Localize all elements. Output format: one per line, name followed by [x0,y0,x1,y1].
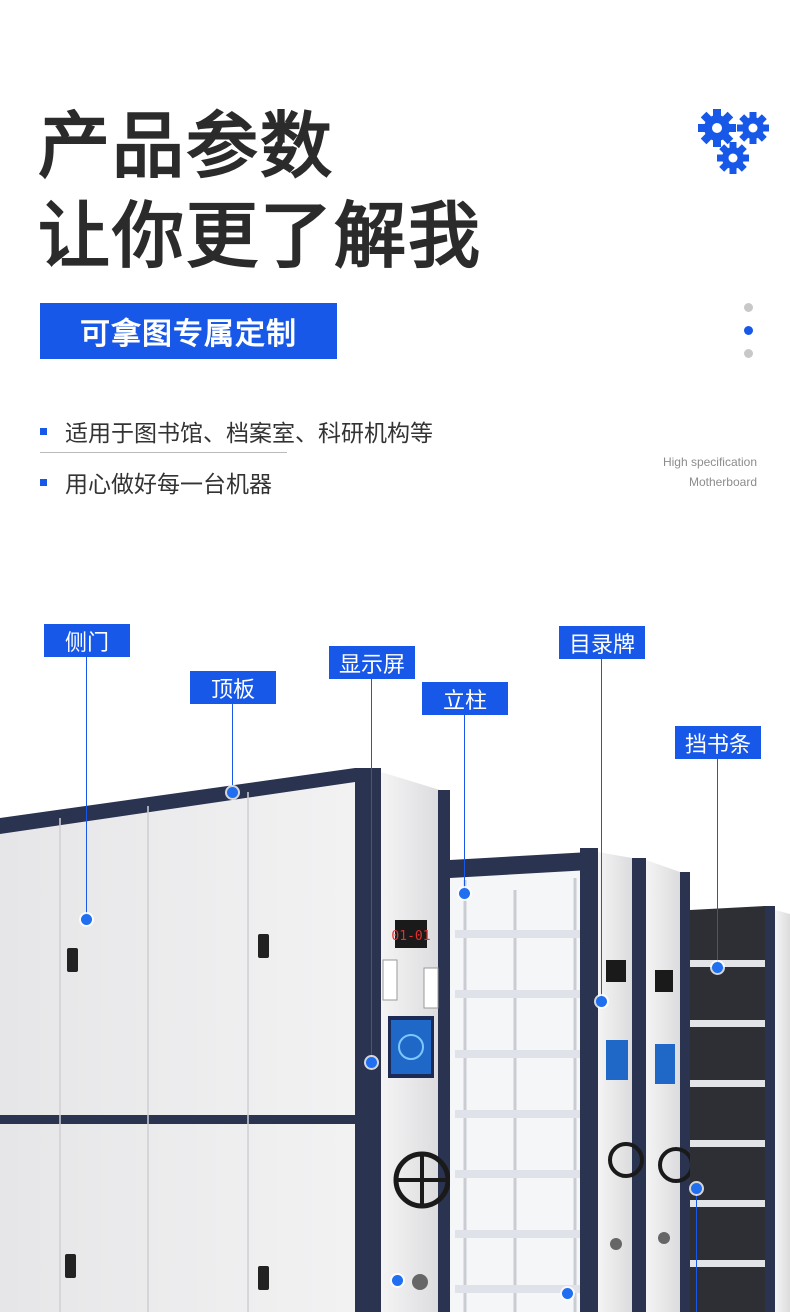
callout-line-side-door [86,657,87,919]
callout-line-top-panel [232,704,233,792]
gears-icon [697,106,773,178]
bullet-item-2: 用心做好每一台机器 [40,465,272,499]
page-title-line2: 让你更了解我 [38,194,483,278]
spec-line-1: High specification [662,455,757,469]
indicator-dot-2 [744,326,753,335]
bullet-square-icon [40,427,47,435]
display-readout-1: 01-01 [391,929,430,944]
callout-point-catalog [596,996,607,1007]
custom-badge: 可拿图专属定制 [40,303,337,359]
callout-line-book-stop [717,759,718,967]
indicator-dot-3 [744,349,753,358]
label-top-panel: 顶板 [190,671,276,704]
label-column: 立柱 [422,682,508,715]
bullet-item-1: 适用于图书馆、档案室、科研机构等 [40,414,433,448]
product-image: 01-01 [0,760,790,1312]
label-side-door: 侧门 [44,624,130,657]
label-catalog: 目录牌 [559,626,645,659]
callout-point-extra-1 [691,1183,702,1194]
callout-point-book-stop [712,962,723,973]
callout-line-display [371,679,372,1062]
callout-line-column [464,715,465,893]
callout-point-column [459,888,470,899]
callout-line-catalog [601,659,602,1001]
spec-line-2: Motherboard [688,475,757,489]
bullet-text-1: 适用于图书馆、档案室、科研机构等 [65,421,433,447]
callout-point-extra-3 [562,1288,573,1299]
bullet-square-icon [40,478,47,486]
divider [40,452,287,453]
callout-point-top-panel [227,787,238,798]
callout-point-side-door [81,914,92,925]
bullet-text-2: 用心做好每一台机器 [65,472,272,498]
page-title-line1: 产品参数 [38,104,335,188]
indicator-dot-1 [744,303,753,312]
callout-point-extra-2 [392,1275,403,1286]
callout-point-display [366,1057,377,1068]
callout-line-extra-1 [696,1190,697,1312]
label-display: 显示屏 [329,646,415,679]
label-book-stop: 挡书条 [675,726,761,759]
